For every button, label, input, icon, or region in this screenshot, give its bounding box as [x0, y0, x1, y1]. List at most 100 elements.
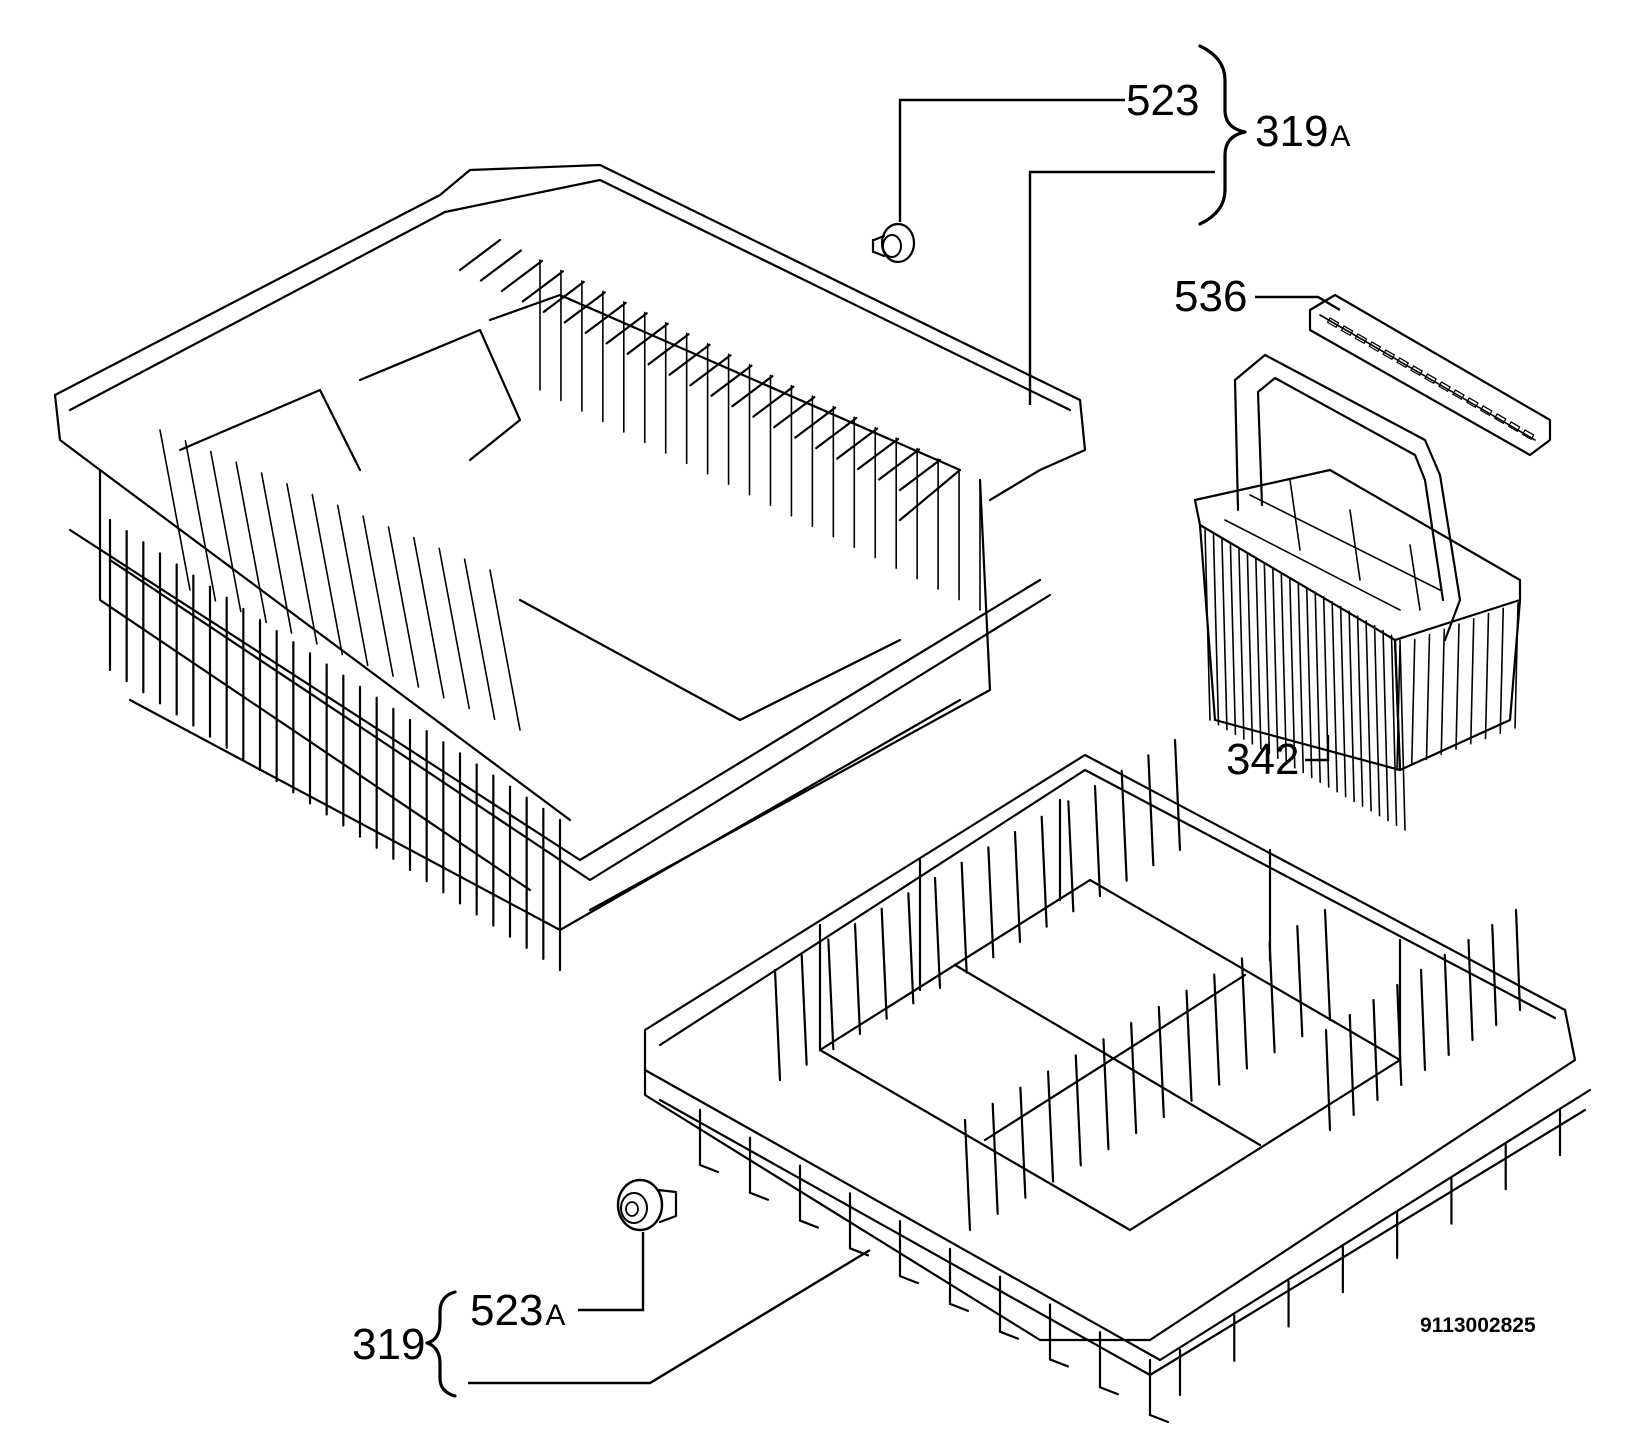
wire-segment [1499, 607, 1505, 735]
wire-segment [898, 458, 942, 492]
wire-segment [1455, 623, 1460, 750]
wire-segment [563, 291, 606, 324]
upper-basket [53, 163, 1087, 972]
wire-segment [1425, 633, 1431, 761]
wire-segment [1314, 591, 1322, 783]
wire-segment [668, 343, 711, 376]
wire-segment [856, 437, 900, 471]
lid-slot [1396, 357, 1410, 369]
wire-segment [898, 1275, 920, 1285]
wire-segment [647, 333, 690, 366]
wire-segment [1365, 620, 1372, 812]
wire-segment [438, 547, 471, 710]
wire-segment [1268, 941, 1276, 1054]
wire-segment [880, 907, 888, 1020]
wire-segment [1324, 1028, 1332, 1132]
wire-segment [773, 396, 816, 429]
wire-segment [1098, 1386, 1120, 1396]
wire-segment [731, 375, 774, 408]
wire-segment [1157, 1005, 1165, 1119]
wire-segment [689, 354, 732, 387]
wire-segment [1255, 557, 1262, 750]
wire-segment [1356, 615, 1364, 807]
lid-slot [1452, 389, 1465, 401]
basket-wheel-upper [871, 222, 916, 264]
wire-segment [626, 322, 669, 355]
leader-lines [425, 44, 1341, 1398]
basket-wheel-lower [616, 1178, 678, 1232]
wire-segment [752, 385, 795, 418]
lid-slot [1382, 349, 1396, 361]
part-label-536: 536 [1174, 272, 1247, 321]
wire-segment [1419, 968, 1427, 1072]
wire-segment [1382, 629, 1389, 822]
wire-segment [1467, 938, 1474, 1042]
drawing-code: 9113002825 [1420, 1314, 1536, 1337]
wire-segment [1212, 533, 1220, 726]
wire-segment [815, 416, 858, 450]
wire-segment [1348, 610, 1355, 803]
lid-slot [1479, 405, 1493, 417]
wire-segment [584, 301, 627, 334]
wire-segment [698, 1163, 720, 1174]
wire-segment [362, 515, 394, 677]
wire-segment [413, 536, 445, 699]
wire-segment [184, 439, 217, 602]
wire-segment [948, 1302, 970, 1312]
wire-segment [1040, 815, 1048, 928]
wire-segment [1173, 738, 1182, 852]
lid-slot [1465, 397, 1479, 409]
wire-segment [605, 312, 648, 345]
wire-segment [1120, 769, 1128, 882]
wire-segment [1185, 989, 1193, 1102]
wire-segment [1443, 953, 1450, 1057]
wire-segment [1240, 957, 1249, 1070]
wire-segment [748, 1191, 770, 1201]
wire-segment [907, 892, 915, 1005]
wire-segment [1514, 602, 1519, 729]
wire-segment [963, 1118, 972, 1232]
wire-segment [1297, 581, 1305, 774]
wire-segment [933, 876, 942, 990]
wire-segment [1221, 538, 1228, 731]
wire-segment [1130, 1021, 1138, 1135]
wire-segment [800, 953, 808, 1066]
wire-segment [159, 429, 191, 591]
wire-segment [458, 238, 502, 272]
wire-segment [1296, 925, 1304, 1038]
wire-segment [710, 364, 753, 397]
wire-segment [1396, 644, 1401, 771]
wire-segment [1331, 600, 1338, 793]
part-label-319: 319 [352, 1320, 425, 1369]
wire-segment [463, 558, 496, 721]
wire-segment [311, 493, 344, 656]
wire-segment [1102, 1038, 1110, 1151]
wire-segment [960, 861, 968, 974]
lower-basket [643, 738, 1592, 1424]
wire-segment [235, 461, 267, 624]
lid-slot [1424, 373, 1437, 385]
wire-segment [1067, 800, 1075, 913]
wire-segment [827, 938, 835, 1051]
wire-segment [798, 1219, 820, 1229]
wire-segment [853, 922, 862, 1036]
wire-segment [1410, 638, 1416, 766]
lid-slot [1410, 365, 1424, 377]
lid-slot [1493, 413, 1507, 425]
wire-segment [1323, 908, 1332, 1022]
lid-slot [1326, 317, 1340, 329]
wire-segment [500, 259, 544, 293]
wire-segment [1339, 605, 1347, 798]
wire-segment [1093, 784, 1102, 898]
wire-segment [286, 483, 318, 645]
lid-slot [1354, 333, 1368, 345]
part-label-319a: 319A [1255, 107, 1350, 156]
cutlery-basket [1193, 353, 1522, 831]
wire-segment [1148, 1413, 1170, 1424]
part-label-523a: 523A [470, 1286, 565, 1335]
lid-slot [1507, 421, 1521, 433]
wire-segment [1238, 548, 1245, 740]
wire-segment [1263, 562, 1271, 755]
wire-segment [336, 504, 369, 667]
